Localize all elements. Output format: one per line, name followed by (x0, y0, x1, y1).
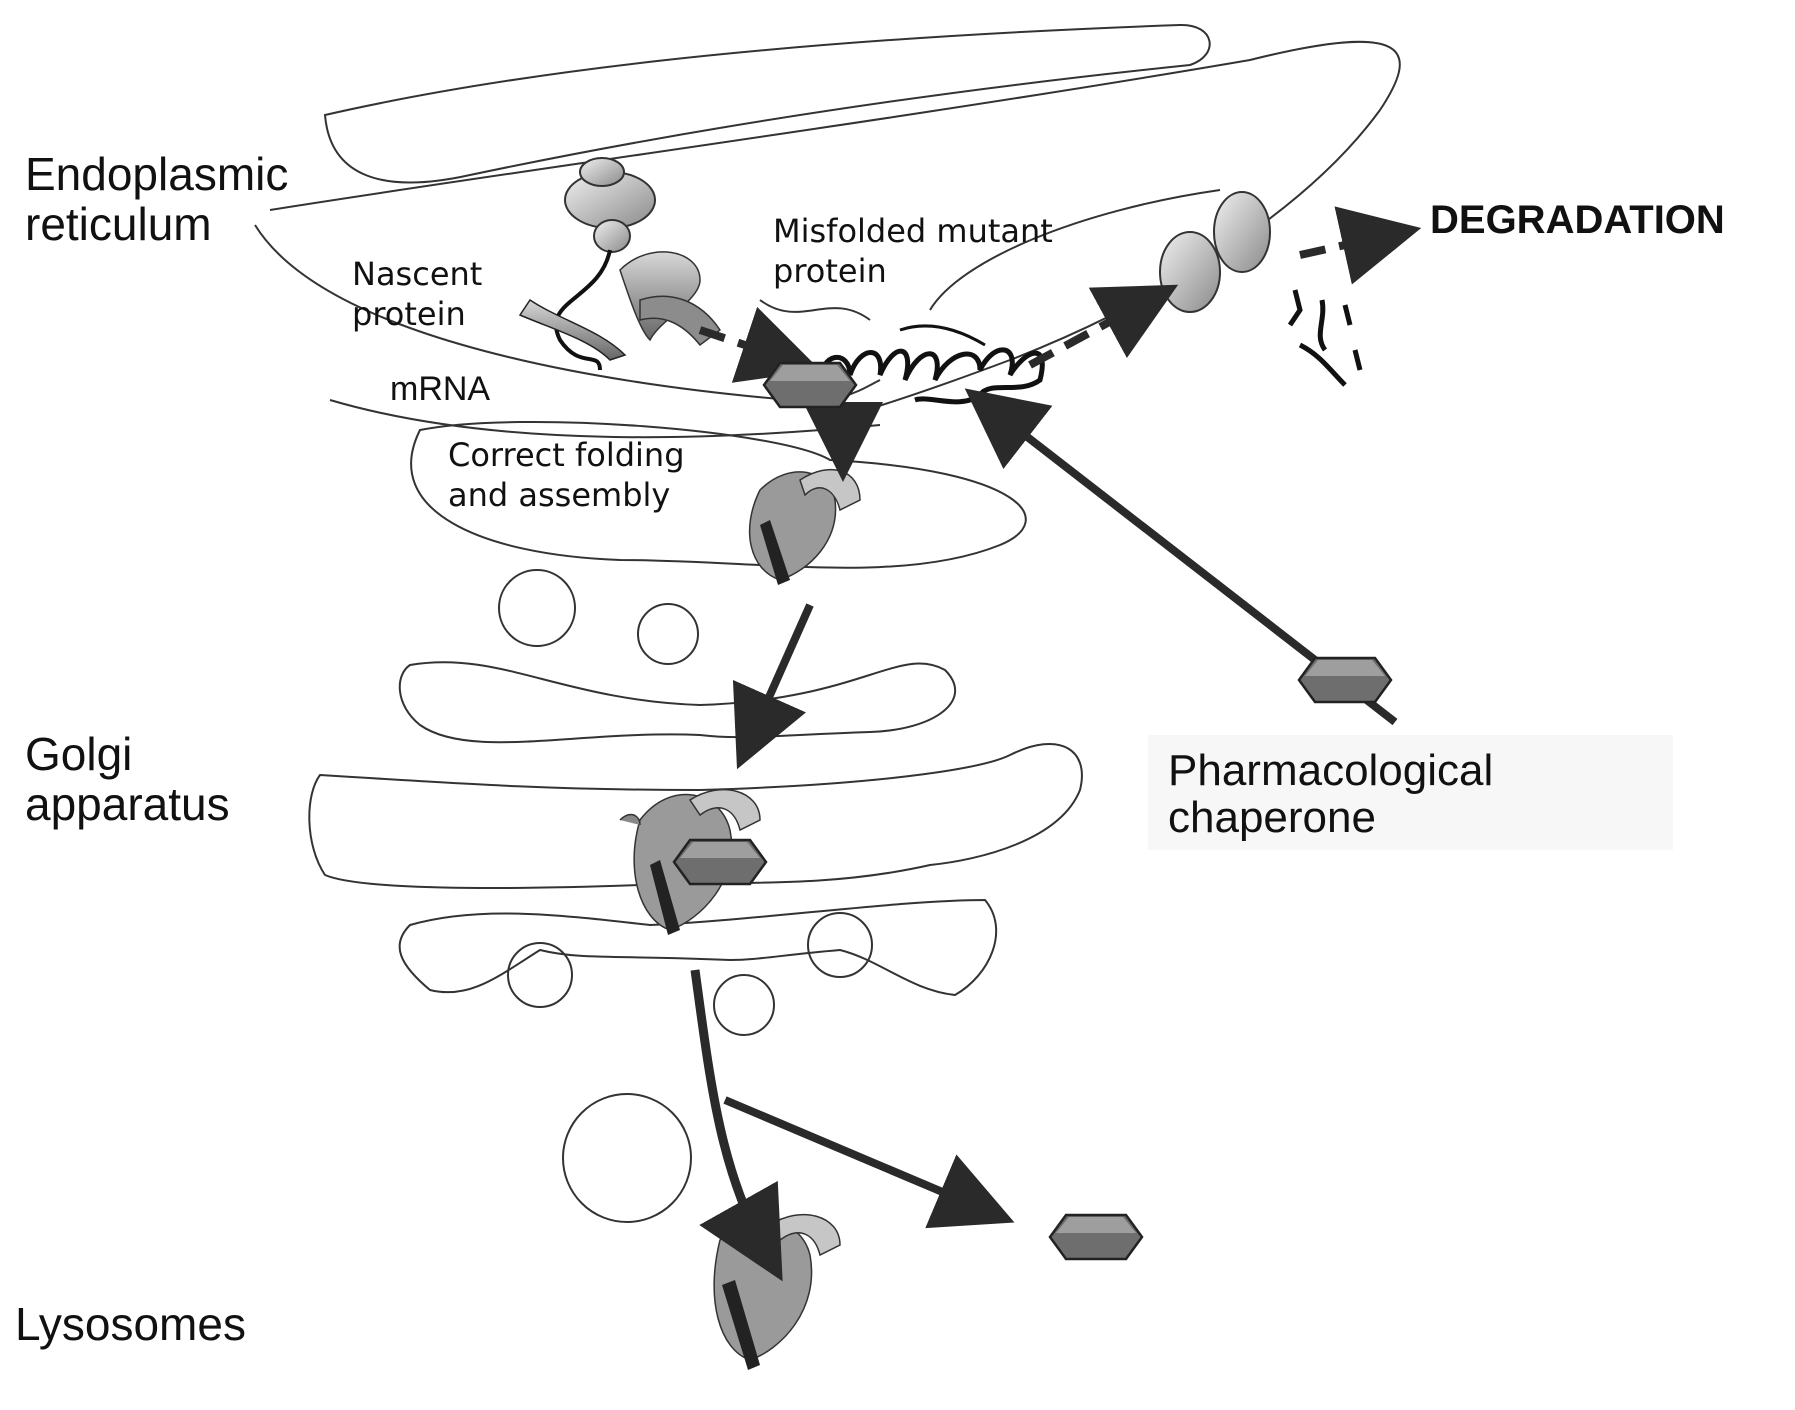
misfolded-label-line2: protein (773, 252, 887, 290)
nascent-to-misfolded-arrow (698, 306, 821, 383)
mrna-label: mRNA (390, 370, 490, 408)
chaperone-er-icon (762, 361, 858, 409)
ribosome-icon (564, 157, 656, 253)
chaperone-release-arrow (723, 1096, 1015, 1229)
golgi-label-line1: Golgi (25, 728, 132, 780)
chaperone-released-icon (1048, 1213, 1144, 1261)
misfolded-protein-icon (817, 324, 1045, 405)
golgi-to-lysosome-arrow (690, 969, 783, 1282)
misfolded-label-line1: Misfolded mutant (773, 212, 1053, 250)
correct-folding-label-line2: and assembly (448, 476, 670, 514)
chaperone-label-line1: Pharmacological (1168, 746, 1493, 795)
vesicles (498, 569, 775, 1223)
proteasome-icon (1159, 191, 1271, 313)
degradation-label: DEGRADATION (1430, 198, 1725, 242)
nascent-protein-icon (518, 249, 722, 371)
to-degradation-arrow (1299, 206, 1422, 285)
chaperone-golgi-icon (672, 838, 768, 886)
folded-protein-lysosome-icon (713, 1213, 841, 1370)
correct-folding-label-line1: Correct folding (448, 436, 685, 474)
degraded-fragments-icon (1287, 289, 1363, 387)
chaperone-label-box (1148, 735, 1673, 850)
nascent-label-line1: Nascent (352, 255, 482, 293)
golgi-label-line2: apparatus (25, 778, 230, 830)
chaperone-source-icon (1297, 656, 1393, 704)
er-label-line2: reticulum (25, 198, 212, 250)
er-to-golgi-arrow (732, 603, 814, 770)
chaperone-label-line2: chaperone (1168, 793, 1376, 842)
lysosomes-label: Lysosomes (15, 1298, 246, 1350)
misfolded-to-proteasome-arrow (1028, 284, 1179, 369)
nascent-label-line2: protein (352, 295, 466, 333)
er-label-line1: Endoplasmic (25, 148, 288, 200)
